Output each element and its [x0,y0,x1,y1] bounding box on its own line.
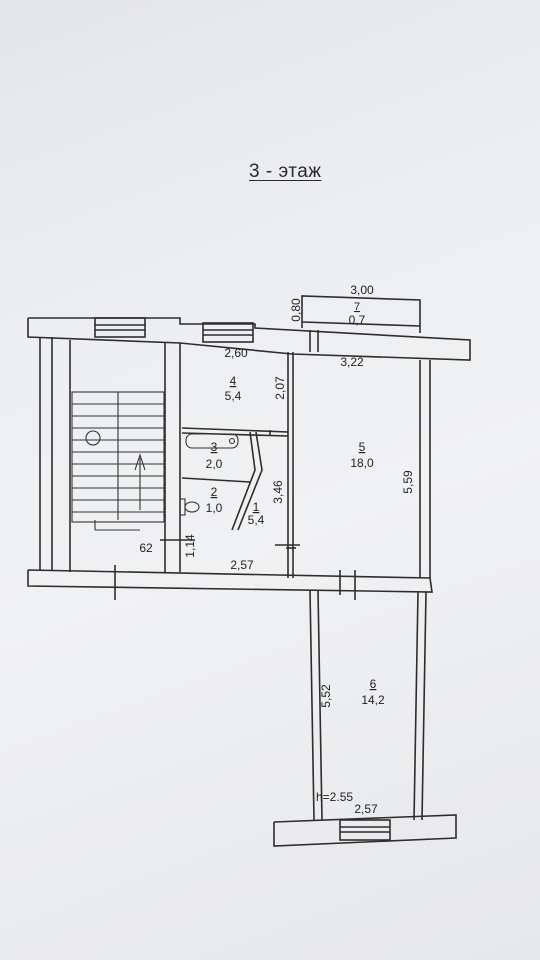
room5-width-label: 3,22 [340,355,364,369]
room-labels: 1 5,4 2 1,0 3 2,0 4 5,4 5 18,0 6 14,2 7 … [206,301,385,707]
room6-length-label: 5,52 [319,684,333,708]
room-2-area: 1,0 [206,501,223,515]
room4-width-label: 2,60 [224,346,248,360]
balcony-depth-label: 0,80 [289,298,303,322]
room-2-number: 2 [211,485,218,499]
bathtub [185,433,239,449]
hall-bottom-label: 2,57 [230,558,254,572]
room-7-number: 7 [354,301,360,313]
room-3-area: 2,0 [206,457,223,471]
room-3-number: 3 [211,440,218,454]
ceiling-height-label: h=2.55 [316,790,353,804]
room-6-number: 6 [370,677,377,691]
toilet [179,498,200,516]
room-1-number: 1 [253,500,260,514]
room-4-number: 4 [230,374,237,388]
room-5-area: 18,0 [350,456,374,470]
room-7-area: 0,7 [349,313,366,327]
room4-depth-label: 2,07 [273,376,287,400]
hall-length-label: 3,46 [271,480,285,504]
hall-width-label: 1,14 [183,534,197,558]
room-4-area: 5,4 [225,389,242,403]
room-1-area: 5,4 [248,513,265,527]
room6-width-label: 2,57 [354,802,378,816]
room-6-area: 14,2 [361,693,385,707]
floor-title: 3 - этаж [249,161,322,182]
staircase [71,391,165,531]
balcony-width-label: 3,00 [350,283,374,297]
dimension-labels: 3,00 0,80 2,60 2,07 3,22 5,59 3,46 1,14 … [139,283,415,816]
stair-mark-label: 62 [139,541,153,555]
room5-length-label: 5,59 [401,470,415,494]
room-5-number: 5 [359,440,366,454]
